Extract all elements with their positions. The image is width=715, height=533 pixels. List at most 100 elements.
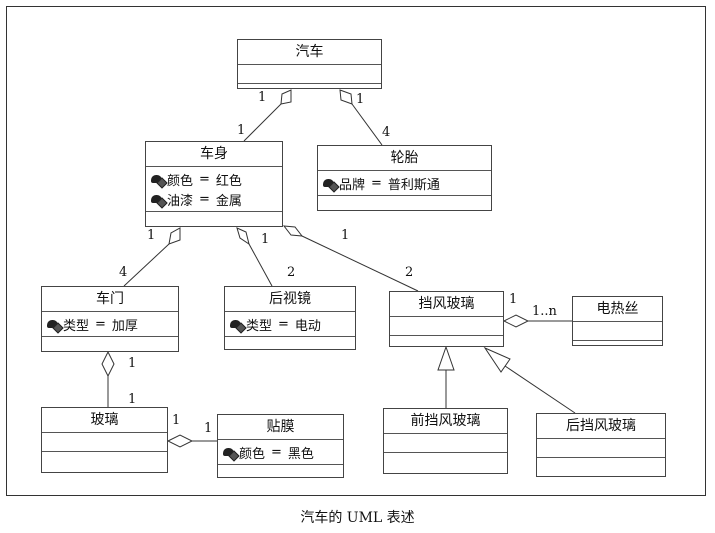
attr-row: 类型 = 电动	[229, 314, 351, 334]
class-door-operations	[42, 337, 178, 347]
attr-separator: =	[278, 316, 289, 332]
mult-body-windshield-whole: 1	[341, 228, 350, 243]
attr-row: 类型 = 加厚	[46, 314, 174, 334]
class-film-attributes: 颜色 = 黑色	[218, 440, 343, 465]
attribute-icon	[150, 192, 166, 206]
class-body-attributes: 颜色 = 红色 油漆 = 金属	[146, 167, 282, 212]
mult-car-tire-whole: 1	[356, 92, 365, 107]
diagram-frame	[6, 6, 706, 496]
class-front-windshield-name: 前挡风玻璃	[384, 409, 507, 434]
class-windshield-operations	[390, 336, 503, 346]
mult-body-door-whole: 1	[147, 228, 156, 243]
class-glass[interactable]: 玻璃	[41, 407, 168, 473]
attr-separator: =	[199, 191, 210, 207]
attr-row: 颜色 = 红色	[150, 169, 278, 189]
class-front-windshield[interactable]: 前挡风玻璃	[383, 408, 508, 474]
mult-body-windshield-part: 2	[405, 265, 414, 280]
class-rear-windshield[interactable]: 后挡风玻璃	[536, 413, 666, 477]
attr-key: 类型	[246, 318, 273, 334]
figure-caption: 汽车的 UML 表述	[300, 510, 415, 526]
attribute-icon	[229, 317, 245, 331]
class-car[interactable]: 汽车	[237, 39, 382, 89]
mult-body-door-part: 4	[119, 265, 128, 280]
aggregation-diamond-door-glass	[101, 350, 115, 378]
class-heater-operations	[573, 341, 662, 351]
mult-windshield-heater-whole: 1	[509, 292, 518, 307]
generalization-arrow-rear	[483, 346, 511, 373]
class-rear-windshield-name: 后挡风玻璃	[537, 414, 665, 439]
mult-door-glass-whole: 1	[128, 356, 137, 371]
mult-film-glass-part: 1	[204, 421, 213, 436]
attr-separator: =	[371, 175, 382, 191]
class-front-windshield-attributes	[384, 434, 507, 453]
assoc-body-mirror	[248, 243, 273, 287]
assoc-car-tire	[351, 103, 383, 146]
class-heater-name: 电热丝	[573, 297, 662, 322]
attr-value: 电动	[294, 318, 321, 334]
class-body-name: 车身	[146, 142, 282, 167]
assoc-body-door	[123, 243, 170, 287]
mult-body-mirror-whole: 1	[261, 232, 270, 247]
class-body[interactable]: 车身 颜色 = 红色 油漆 = 金属	[145, 141, 283, 227]
attr-value: 红色	[215, 173, 242, 189]
class-film-operations	[218, 465, 343, 475]
aggregation-diamond-windshield-heater	[502, 314, 530, 328]
class-mirror-name: 后视镜	[225, 287, 355, 312]
class-mirror[interactable]: 后视镜 类型 = 电动	[224, 286, 356, 350]
aggregation-diamond-body-windshield	[282, 225, 304, 237]
class-tire-name: 轮胎	[318, 146, 491, 171]
mult-door-glass-part: 1	[128, 392, 137, 407]
class-car-name: 汽车	[238, 40, 381, 65]
class-door-name: 车门	[42, 287, 178, 312]
class-tire[interactable]: 轮胎 品牌 = 普利斯通	[317, 145, 492, 211]
aggregation-diamond-glass-film	[166, 434, 194, 448]
attr-row: 油漆 = 金属	[150, 189, 278, 209]
class-heater[interactable]: 电热丝	[572, 296, 663, 346]
assoc-body-windshield	[301, 235, 419, 292]
attr-key: 类型	[63, 318, 90, 334]
class-windshield-attributes	[390, 317, 503, 336]
class-door[interactable]: 车门 类型 = 加厚	[41, 286, 179, 352]
class-mirror-operations	[225, 337, 355, 347]
class-film-name: 贴膜	[218, 415, 343, 440]
assoc-car-body	[243, 103, 282, 142]
aggregation-diamond-body-mirror	[236, 227, 250, 246]
mult-film-glass-whole: 1	[172, 413, 181, 428]
attr-key: 颜色	[239, 446, 266, 462]
class-front-windshield-operations	[384, 453, 507, 463]
class-heater-attributes	[573, 322, 662, 341]
attribute-icon	[222, 445, 238, 459]
mult-car-body-whole: 1	[258, 90, 267, 105]
class-tire-attributes: 品牌 = 普利斯通	[318, 171, 491, 196]
attr-row: 颜色 = 黑色	[222, 442, 339, 462]
generalization-rear-windshield	[504, 365, 576, 414]
class-glass-attributes	[42, 433, 167, 452]
attr-value: 黑色	[287, 446, 314, 462]
attr-row: 品牌 = 普利斯通	[322, 173, 487, 193]
aggregation-diamond-car-body	[280, 89, 292, 105]
class-glass-name: 玻璃	[42, 408, 167, 433]
attr-separator: =	[271, 444, 282, 460]
class-mirror-attributes: 类型 = 电动	[225, 312, 355, 337]
attr-value: 加厚	[111, 318, 138, 334]
attr-value: 金属	[215, 193, 242, 209]
class-body-operations	[146, 212, 282, 222]
class-windshield[interactable]: 挡风玻璃	[389, 291, 504, 347]
aggregation-diamond-body-door	[168, 227, 181, 245]
mult-body-mirror-part: 2	[287, 265, 296, 280]
attribute-icon	[46, 317, 62, 331]
class-windshield-name: 挡风玻璃	[390, 292, 503, 317]
attribute-icon	[322, 176, 338, 190]
class-rear-windshield-attributes	[537, 439, 665, 458]
mult-car-tire-part: 4	[382, 125, 391, 140]
attr-key: 油漆	[167, 193, 194, 209]
attr-value: 普利斯通	[387, 177, 440, 193]
class-film[interactable]: 贴膜 颜色 = 黑色	[217, 414, 344, 478]
attr-separator: =	[95, 316, 106, 332]
class-door-attributes: 类型 = 加厚	[42, 312, 178, 337]
attribute-icon	[150, 172, 166, 186]
class-glass-operations	[42, 452, 167, 462]
class-car-attributes	[238, 65, 381, 84]
class-tire-operations	[318, 196, 491, 206]
